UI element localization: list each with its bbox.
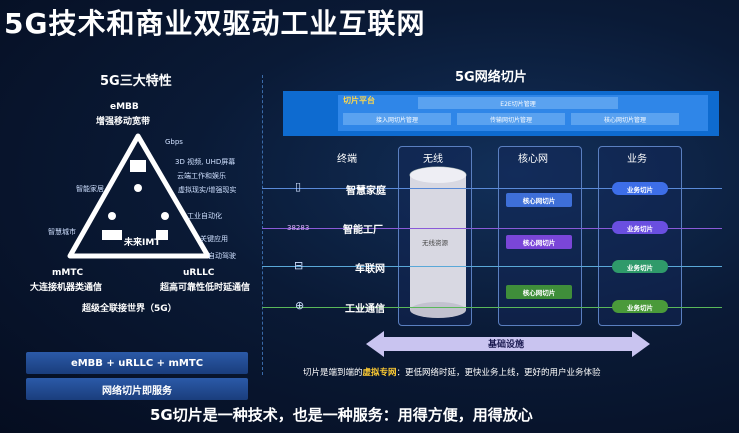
node-dot [161, 212, 169, 220]
terminal-header: 终端 [337, 154, 357, 165]
feature-smart-city: 智慧城市 [48, 228, 76, 236]
row-label-industrial-comm: 工业通信 [345, 304, 385, 315]
footnote-prefix: 切片是端到端的 [303, 368, 363, 378]
feature-vr-ar: 虚拟现实/增强现实 [178, 186, 237, 194]
row-label-iov: 车联网 [355, 264, 385, 275]
core-slice-mgmt: 核心网切片管理 [571, 113, 679, 125]
infrastructure-label: 基础设施 [488, 340, 525, 350]
feature-3d-video: 3D 视频, UHD屏幕 [175, 158, 236, 166]
footnote-suffix: ：更低网络时延，更快业务上线，更好的用户业务体验 [396, 368, 601, 378]
transport-slice-mgmt: 传输网切片管理 [457, 113, 565, 125]
triangle-diagram [67, 133, 211, 259]
urllc-subtitle: 超高可靠性低时延通信 [160, 283, 251, 293]
feature-auto-driving: 自动驾驶 [208, 252, 236, 260]
access-slice-mgmt: 接入网切片管理 [343, 113, 451, 125]
feature-gbps: Gbps [165, 138, 183, 146]
factory-code-icon: 38283 [287, 224, 310, 232]
row-line-smart-home [262, 188, 722, 189]
globe-icon: ⊕ [295, 299, 305, 312]
infrastructure-arrow [366, 331, 650, 357]
super-connected-world: 超级全联接世界（5G） [82, 304, 177, 314]
embb-subtitle: 增强移动宽带 [96, 117, 151, 127]
phone-icon: ▯ [295, 180, 302, 193]
wireless-header: 无线 [423, 154, 443, 165]
right-heading: 5G网络切片 [455, 70, 527, 85]
service-column [598, 146, 682, 326]
feature-critical-apps: 关键应用 [200, 235, 228, 243]
future-imt-label: 未来IMT [124, 238, 161, 248]
e2e-slice-mgmt: E2E切片管理 [418, 97, 618, 109]
car-icon: ⊟ [294, 259, 304, 272]
service-slice-industrial-comm: 业务切片 [612, 300, 668, 313]
feature-smart-home: 智能家居 [76, 185, 104, 193]
service-slice-iov: 业务切片 [612, 260, 668, 273]
bottom-slogan: 5G切片是一种技术，也是一种服务：用得方便，用得放心 [150, 406, 533, 424]
row-line-industrial-comm [262, 307, 722, 308]
triangle [67, 133, 211, 259]
slice-platform-label: 切片平台 [343, 96, 375, 105]
core-network-header: 核心网 [518, 154, 548, 165]
robot-icon [156, 230, 168, 240]
node-dot [134, 184, 142, 192]
row-label-smart-factory: 智能工厂 [343, 225, 383, 236]
service-slice-smart-home: 业务切片 [612, 182, 668, 195]
wireless-cylinder [409, 166, 467, 318]
row-line-iov [262, 266, 722, 267]
urllc-title: uRLLC [183, 268, 215, 278]
feature-cloud: 云端工作和娱乐 [177, 172, 226, 180]
mmtc-subtitle: 大连接机器类通信 [30, 283, 103, 293]
core-slice-smart-factory: 核心网切片 [506, 235, 572, 249]
footnote-highlight: 虚拟专网 [362, 368, 397, 378]
panel-divider [262, 75, 263, 375]
service-slice-smart-factory: 业务切片 [612, 221, 668, 234]
tv-icon [130, 160, 146, 172]
core-slice-smart-home: 核心网切片 [506, 193, 572, 207]
row-line-smart-factory [262, 228, 722, 229]
left-heading: 5G三大特性 [100, 74, 172, 89]
feature-industry-automation: 工业自动化 [187, 212, 222, 220]
slice-platform-banner: 切片平台 E2E切片管理 接入网切片管理 传输网切片管理 核心网切片管理 [283, 91, 719, 136]
node-dot [108, 212, 116, 220]
slice-footnote: 切片是端到端的虚拟专网：更低网络时延，更快业务上线，更好的用户业务体验 [303, 366, 601, 378]
slide-title: 5G技术和商业双驱动工业互联网 [4, 7, 426, 40]
embb-title: eMBB [110, 102, 139, 112]
city-icon [102, 230, 122, 240]
slice-as-a-service-bar: 网络切片即服务 [26, 378, 248, 400]
mmtc-title: mMTC [52, 268, 84, 278]
service-header: 业务 [627, 154, 647, 165]
embb-urllc-mmtc-bar: eMBB + uRLLC + mMTC [26, 352, 248, 374]
row-label-smart-home: 智慧家庭 [346, 186, 386, 197]
wireless-resource-label: 无线资源 [422, 239, 448, 247]
core-slice-industrial-comm: 核心网切片 [506, 285, 572, 299]
